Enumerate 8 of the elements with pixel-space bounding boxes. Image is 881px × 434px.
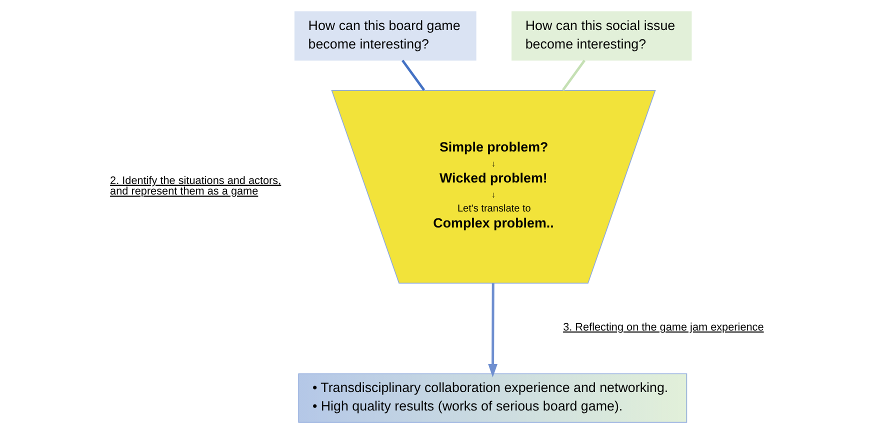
arrow	[488, 283, 498, 378]
node-box: • Transdisciplinary collaboration experience and networking. • High quality results (works of serious board game).	[298, 373, 688, 423]
node-box: How can this social issue become interesting?	[512, 11, 692, 61]
connector	[402, 60, 426, 91]
label: 2. Identify the situations and actors, and represent them as a game	[110, 174, 282, 198]
label: 3. Reflecting on the game jam experience	[563, 321, 764, 334]
node-box: How can this board game become interesting?	[294, 11, 476, 61]
connector	[562, 60, 586, 91]
